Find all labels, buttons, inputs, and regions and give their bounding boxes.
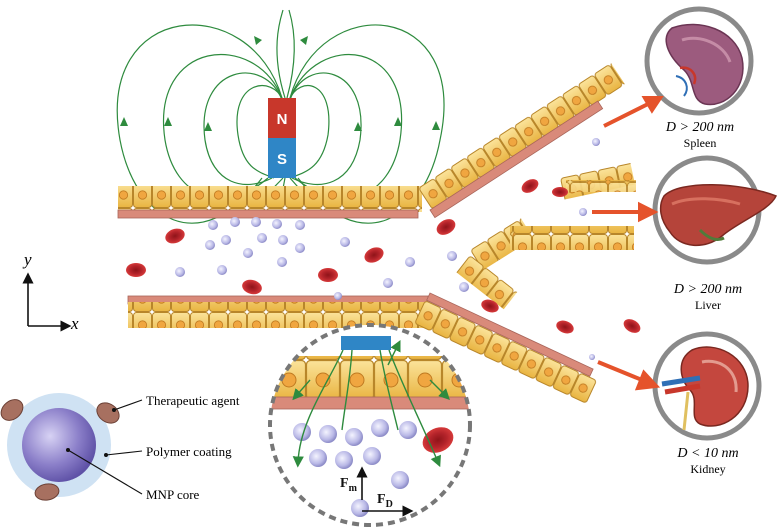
organ-arrows: [592, 96, 664, 391]
force-arrows: [356, 466, 414, 517]
inset-magnet: [341, 336, 391, 350]
field-direction-arrows: [120, 36, 440, 131]
coordinate-axes: [22, 272, 72, 332]
magnet-north-pole: [268, 98, 296, 138]
liver-figure: [652, 155, 777, 265]
polymer-coating-label: Polymer coating: [146, 444, 232, 459]
spleen-size-label: D > 200 nm: [665, 120, 735, 135]
magnet-south-label: S: [277, 151, 287, 168]
kidney-caption: D < 10 nm Kidney: [648, 446, 768, 477]
inset-field-lines: [292, 339, 450, 468]
liver-name-label: Liver: [695, 298, 721, 312]
spleen-figure: [644, 6, 754, 116]
liver-size-label: D > 200 nm: [673, 282, 743, 297]
upper-vessel-wall: [117, 62, 626, 219]
kidney-name-label: Kidney: [690, 462, 726, 476]
y-axis-label: y: [24, 250, 32, 269]
lower-vessel-wall: [127, 292, 598, 404]
red-blood-cells: [126, 179, 641, 334]
drag-force-label: FD: [377, 492, 393, 510]
spleen-name-label: Spleen: [683, 136, 717, 150]
mnp-core-label: MNP core: [146, 487, 200, 502]
nanoparticles: [175, 138, 600, 360]
magnetic-force-label: Fm: [340, 476, 357, 494]
kidney-size-label: D < 10 nm: [677, 446, 739, 461]
liver-caption: D > 200 nm Liver: [648, 282, 768, 313]
spleen-caption: D > 200 nm Spleen: [640, 120, 760, 151]
x-axis-label: x: [71, 314, 79, 333]
therapeutic-agent-blobs: [0, 399, 120, 501]
magnet-south-pole: [268, 138, 296, 178]
magnet-north-label: N: [277, 111, 288, 128]
nanoparticle-legend: [0, 393, 143, 501]
zoom-inset: [268, 323, 472, 527]
bar-magnet: N S: [268, 98, 296, 178]
therapeutic-agent-label: Therapeutic agent: [146, 393, 240, 408]
inset-nanoparticles: [293, 419, 417, 517]
liver-branch-wall: [456, 163, 636, 310]
kidney-figure: [652, 331, 762, 441]
